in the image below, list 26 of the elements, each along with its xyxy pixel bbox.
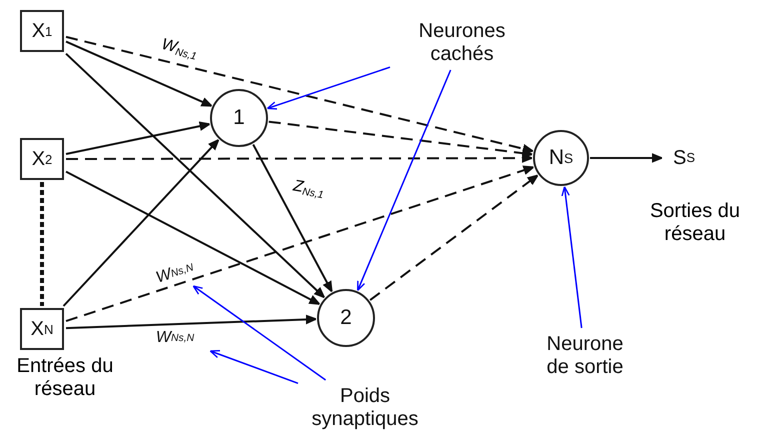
annotation-text: Poids synaptiques bbox=[300, 382, 430, 434]
arrow bbox=[370, 174, 538, 301]
arrow bbox=[66, 40, 212, 107]
arrow bbox=[66, 36, 534, 154]
neuron-circle: 1 bbox=[210, 89, 268, 147]
annotation-text: Neurone de sortie bbox=[535, 330, 635, 382]
arrow bbox=[252, 144, 333, 292]
arrow bbox=[65, 52, 325, 298]
arrow bbox=[66, 153, 533, 163]
leader-arrow bbox=[561, 186, 582, 328]
dotted-line bbox=[40, 182, 44, 306]
arrow bbox=[62, 139, 220, 307]
arrow bbox=[590, 153, 663, 163]
neuron-circle: 2 bbox=[317, 289, 375, 347]
arrow bbox=[66, 314, 317, 330]
arrow bbox=[66, 170, 320, 305]
leader-arrow bbox=[210, 350, 298, 384]
annotation-text: Neurones cachés bbox=[392, 18, 532, 68]
caption-text: Sorties du réseau bbox=[648, 200, 742, 246]
arrow bbox=[268, 120, 533, 158]
leader-arrow bbox=[266, 66, 390, 110]
leader-arrow bbox=[357, 70, 452, 292]
arrow bbox=[66, 166, 534, 322]
caption-text: Entrées du réseau bbox=[16, 355, 114, 401]
leader-arrow bbox=[192, 285, 326, 381]
arrow bbox=[66, 121, 210, 155]
